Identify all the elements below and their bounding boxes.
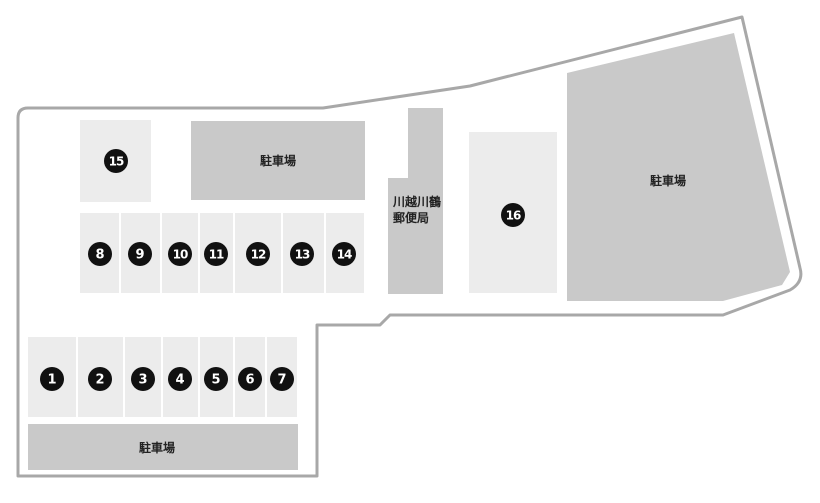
store-number-badge[interactable]: 3 <box>131 367 155 391</box>
post-office-label-line1: 川越川鶴 <box>392 194 441 209</box>
badge-circle <box>290 242 314 266</box>
badge-circle <box>88 242 112 266</box>
badge-circle <box>88 367 112 391</box>
badge-circle <box>501 203 525 227</box>
parking-lot-right-label: 駐車場 <box>650 173 686 188</box>
badge-number: 5 <box>211 373 220 388</box>
badge-circle <box>168 367 192 391</box>
parking-lot-bottom-label: 駐車場 <box>139 440 175 455</box>
store-number-badge[interactable]: 14 <box>332 242 356 266</box>
badge-circle <box>238 367 262 391</box>
badge-number: 13 <box>295 248 310 262</box>
store-number-badge[interactable]: 2 <box>88 367 112 391</box>
store-number-badge[interactable]: 4 <box>168 367 192 391</box>
badge-circle <box>246 242 270 266</box>
badge-circle <box>168 242 192 266</box>
badge-circle <box>40 367 64 391</box>
badge-number: 10 <box>173 248 188 262</box>
badge-circle <box>270 367 294 391</box>
store-number-badge[interactable]: 7 <box>270 367 294 391</box>
badge-number: 1 <box>47 373 56 388</box>
badge-number: 2 <box>95 373 104 388</box>
badge-number: 15 <box>109 155 124 169</box>
badge-circle <box>332 242 356 266</box>
badge-circle <box>204 242 228 266</box>
store-number-badge[interactable]: 10 <box>168 242 192 266</box>
parking-lot-top-label: 駐車場 <box>260 153 296 168</box>
badge-circle <box>131 367 155 391</box>
badge-number: 8 <box>95 248 104 263</box>
badge-number: 16 <box>506 209 521 223</box>
parking-lot-bottom[interactable] <box>28 424 298 470</box>
store-number-badge[interactable]: 16 <box>501 203 525 227</box>
badge-number: 9 <box>135 248 144 263</box>
post-office-label-line2: 郵便局 <box>393 210 429 225</box>
store-number-badge[interactable]: 1 <box>40 367 64 391</box>
store-number-badge[interactable]: 6 <box>238 367 262 391</box>
badge-number: 3 <box>138 373 147 388</box>
store-number-badge[interactable]: 13 <box>290 242 314 266</box>
badge-number: 11 <box>209 248 224 262</box>
badge-number: 12 <box>251 248 266 262</box>
badge-circle <box>128 242 152 266</box>
badge-number: 14 <box>337 248 352 262</box>
parking-lot-top[interactable] <box>191 121 365 200</box>
badge-circle <box>204 367 228 391</box>
badge-number: 4 <box>175 373 184 388</box>
badge-number: 7 <box>277 373 286 388</box>
store-number-badge[interactable]: 12 <box>246 242 270 266</box>
parking-lot-right[interactable] <box>567 33 790 301</box>
store-number-badge[interactable]: 5 <box>204 367 228 391</box>
badge-circle <box>104 149 128 173</box>
store-number-badge[interactable]: 11 <box>204 242 228 266</box>
store-number-badge[interactable]: 9 <box>128 242 152 266</box>
store-number-badge[interactable]: 8 <box>88 242 112 266</box>
store-number-badge[interactable]: 15 <box>104 149 128 173</box>
post-office-notch <box>388 108 408 178</box>
badge-number: 6 <box>245 373 254 388</box>
